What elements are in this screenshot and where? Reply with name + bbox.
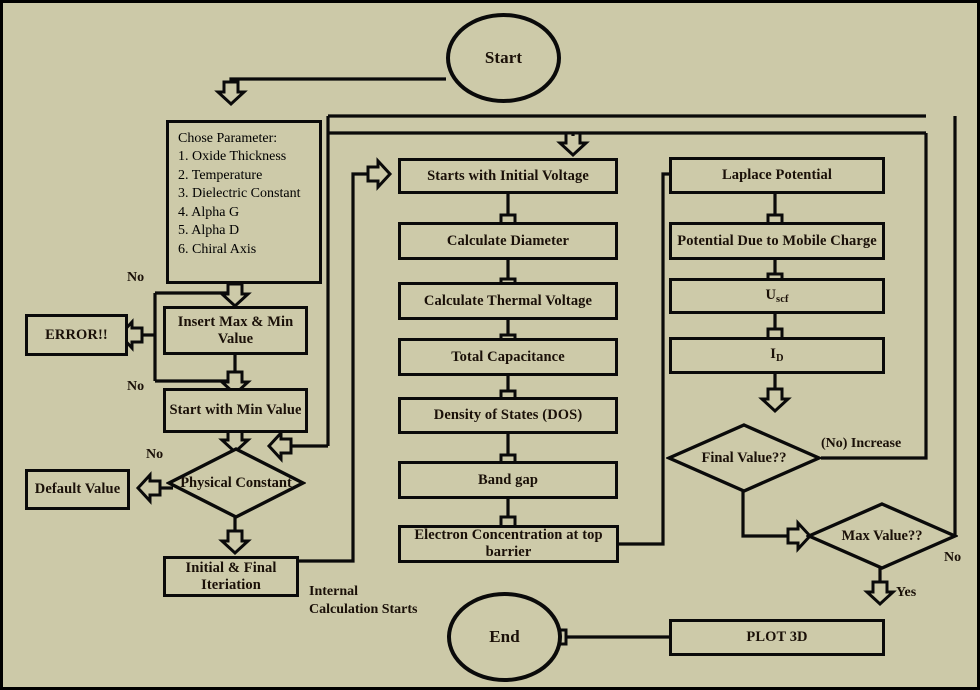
process-plot-3d-label: PLOT 3D	[746, 629, 808, 646]
id-base: I	[770, 346, 777, 363]
process-uscf[interactable]: Uscf	[669, 278, 885, 314]
decision-physical-constant[interactable]: Physical Constant	[166, 446, 306, 520]
process-potential-mobile-charge[interactable]: Potential Due to Mobile Charge	[669, 222, 885, 260]
edge-label-no-start-min: No	[127, 379, 145, 394]
parameter-item-3: 3. Dielectric Constant	[178, 186, 301, 202]
process-start-with-min-label: Start with Min Value	[169, 402, 302, 419]
decision-final-value-label: Final Value??	[701, 449, 787, 466]
process-electron-concentration[interactable]: Electron Concentration at top barrier	[398, 525, 619, 563]
decision-physical-constant-label: Physical Constant	[180, 474, 292, 491]
process-band-gap[interactable]: Band gap	[398, 461, 618, 499]
process-initial-voltage[interactable]: Starts with Initial Voltage	[398, 158, 618, 194]
edge-label-no-error: No	[127, 270, 145, 285]
process-laplace-potential[interactable]: Laplace Potential	[669, 157, 885, 194]
process-calculate-diameter-label: Calculate Diameter	[446, 232, 570, 249]
process-insert-max-min[interactable]: Insert Max & Min Value	[163, 306, 308, 355]
internal-calculation-line-1: Internal	[309, 584, 358, 599]
decision-max-value[interactable]: Max Value??	[806, 501, 958, 571]
terminal-end[interactable]: End	[447, 592, 562, 682]
process-thermal-voltage[interactable]: Calculate Thermal Voltage	[398, 282, 618, 320]
parameter-item-5: 5. Alpha D	[178, 223, 240, 239]
internal-calculation-line-2: Calculation Starts	[309, 601, 418, 617]
edge-label-no-max: No	[944, 550, 962, 565]
decision-max-value-label: Max Value??	[841, 527, 923, 544]
uscf-subscript: scf	[776, 293, 789, 305]
process-plot-3d[interactable]: PLOT 3D	[669, 619, 885, 656]
process-calculate-diameter[interactable]: Calculate Diameter	[398, 222, 618, 260]
process-error[interactable]: ERROR!!	[25, 314, 128, 356]
process-laplace-potential-label: Laplace Potential	[721, 167, 833, 184]
terminal-start[interactable]: Start	[446, 13, 561, 103]
process-electron-concentration-label: Electron Concentration at top barrier	[414, 527, 603, 560]
process-total-capacitance-label: Total Capacitance	[451, 348, 565, 365]
edge-label-no-increase: (No) Increase	[821, 436, 902, 451]
process-potential-mobile-charge-label: Potential Due to Mobile Charge	[677, 232, 877, 249]
decision-physical-constant-shape	[166, 447, 306, 519]
process-id-label: ID	[770, 346, 783, 365]
parameter-heading: Chose Parameter:	[178, 131, 278, 146]
process-initial-voltage-label: Starts with Initial Voltage	[427, 167, 589, 184]
process-uscf-label: Uscf	[765, 287, 788, 306]
process-density-of-states-label: Density of States (DOS)	[433, 407, 583, 424]
process-initial-final-iteration-label: Initial & Final Iteriation	[185, 559, 277, 593]
terminal-start-label: Start	[484, 48, 523, 67]
parameter-item-6: 6. Chiral Axis	[178, 241, 257, 257]
process-total-capacitance[interactable]: Total Capacitance	[398, 338, 618, 376]
decision-final-value-shape	[666, 423, 822, 493]
process-insert-max-min-label: Insert Max & Min Value	[177, 313, 294, 347]
process-density-of-states[interactable]: Density of States (DOS)	[398, 397, 618, 434]
parameter-item-2: 2. Temperature	[178, 167, 263, 183]
process-band-gap-label: Band gap	[477, 471, 539, 488]
edge-label-internal-calculation: Internal Calculation Starts	[309, 583, 418, 618]
process-start-with-min[interactable]: Start with Min Value	[163, 388, 308, 433]
parameter-item-1: 1. Oxide Thickness	[178, 149, 287, 165]
process-error-label: ERROR!!	[45, 326, 108, 343]
process-thermal-voltage-label: Calculate Thermal Voltage	[423, 292, 593, 309]
decision-final-value[interactable]: Final Value??	[666, 422, 822, 494]
decision-max-value-shape	[806, 502, 958, 570]
edge-label-yes-max: Yes	[896, 585, 917, 600]
parameter-item-4: 4. Alpha G	[178, 204, 240, 220]
process-default-value[interactable]: Default Value	[25, 469, 130, 510]
id-subscript: D	[776, 352, 784, 364]
process-id[interactable]: ID	[669, 337, 885, 374]
parameter-list-box[interactable]: Chose Parameter: 1. Oxide Thickness 2. T…	[166, 120, 322, 284]
edge-label-no-default: No	[146, 447, 164, 462]
process-default-value-label: Default Value	[34, 481, 121, 498]
terminal-end-label: End	[489, 627, 520, 646]
process-initial-final-iteration[interactable]: Initial & Final Iteriation	[163, 556, 299, 597]
uscf-base: U	[765, 286, 777, 303]
